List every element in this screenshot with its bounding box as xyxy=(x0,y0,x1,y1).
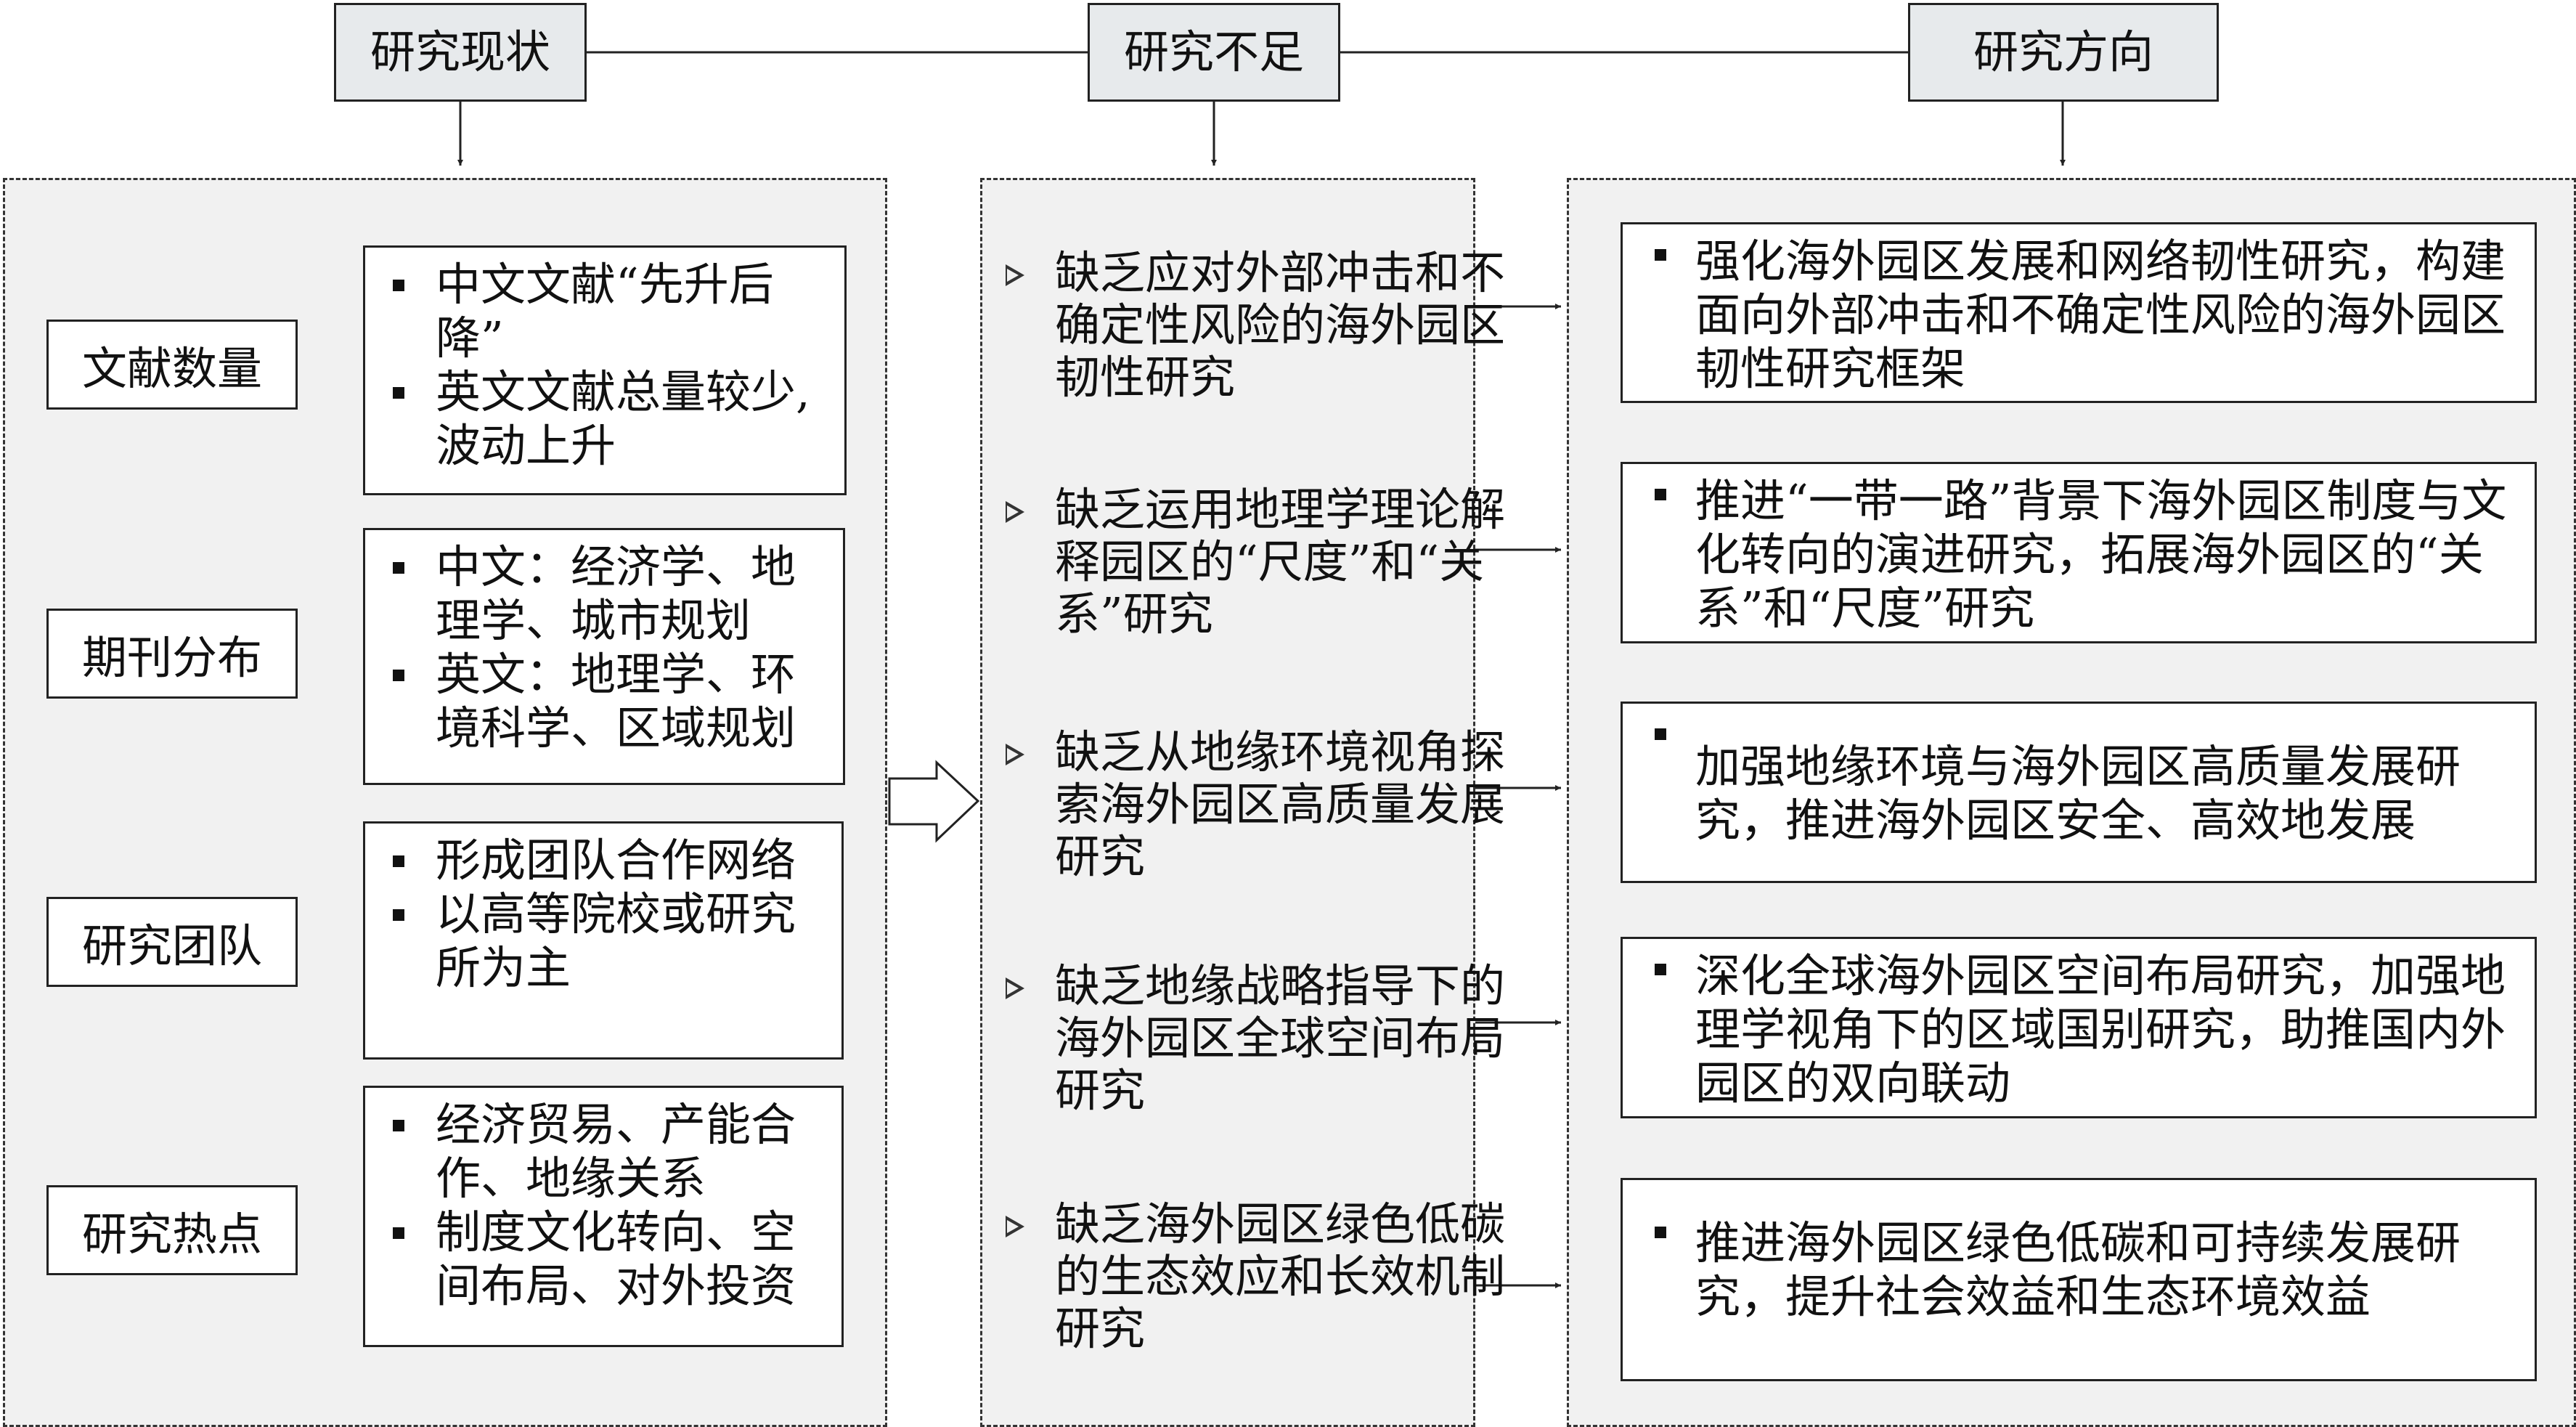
status-bullet: 中文：经济学、地理学、城市规划 xyxy=(381,540,833,648)
category-label: 文献数量 xyxy=(81,342,262,395)
status-bullet: 英文文献总量较少, 波动上升 xyxy=(381,365,834,473)
status-card-journal-distribution: 中文：经济学、地理学、城市规划 英文：地理学、环境科学、区域规划 xyxy=(363,528,845,785)
bullet-square-icon xyxy=(393,670,404,681)
bullet-square-icon xyxy=(393,387,404,399)
header-research-status: 研究现状 xyxy=(334,3,587,102)
header-research-directions: 研究方向 xyxy=(1908,3,2219,102)
category-label: 期刊分布 xyxy=(81,631,262,684)
gap-item: 缺乏运用地理学理论解释园区的“尺度”和“关系”研究 xyxy=(998,484,1520,641)
bullet-square-icon xyxy=(393,280,404,291)
direction-text: 推进海外园区绿色低碳和可持续发展研究，提升社会效益和生态环境效益 xyxy=(1695,1216,2461,1323)
category-label: 研究热点 xyxy=(81,1208,262,1261)
direction-text: 加强地缘环境与海外园区高质量发展研究，推进海外园区安全、高效地发展 xyxy=(1695,740,2461,847)
gaps-column xyxy=(980,178,1475,1427)
status-bullet: 经济贸易、产能合作、地缘关系 xyxy=(381,1098,831,1206)
bullet-square-icon xyxy=(393,855,404,867)
gap-item: 缺乏应对外部冲击和不确定性风险的海外园区韧性研究 xyxy=(998,247,1520,404)
bullet-square-icon xyxy=(393,909,404,921)
bullet-square-icon xyxy=(1655,249,1666,261)
direction-text: 深化全球海外园区空间布局研究，加强地理学视角下的区域国别研究，助推国内外园区的双… xyxy=(1695,949,2506,1110)
header-research-status-label: 研究现状 xyxy=(370,25,550,78)
gap-item: 缺乏地缘战略指导下的海外园区全球空间布局研究 xyxy=(998,960,1520,1117)
bullet-square-icon xyxy=(1655,728,1666,740)
bullet-square-icon xyxy=(393,1120,404,1131)
status-bullet: 中文文献“先升后降” xyxy=(381,258,834,365)
triangle-bullet-icon xyxy=(1006,501,1024,523)
status-card-literature-count: 中文文献“先升后降” 英文文献总量较少, 波动上升 xyxy=(363,245,847,495)
triangle-bullet-icon xyxy=(1006,977,1024,999)
triangle-bullet-icon xyxy=(1006,264,1024,286)
direction-text: 强化海外园区发展和网络韧性研究，构建面向外部冲击和不确定性风险的海外园区韧性研究… xyxy=(1695,235,2506,395)
status-bullet: 英文：地理学、环境科学、区域规划 xyxy=(381,648,833,755)
triangle-bullet-icon xyxy=(1006,1216,1024,1237)
bullet-square-icon xyxy=(1655,489,1666,500)
direction-text: 推进“一带一路”背景下海外园区制度与文化转向的演进研究，拓展海外园区的“关系”和… xyxy=(1695,474,2507,635)
status-bullet: 以高等院校或研究所为主 xyxy=(381,887,831,995)
status-card-research-hotspot: 经济贸易、产能合作、地缘关系 制度文化转向、空间布局、对外投资 xyxy=(363,1086,844,1347)
triangle-bullet-icon xyxy=(1006,744,1024,765)
header-research-gaps-label: 研究不足 xyxy=(1123,25,1304,78)
direction-card: 推进“一带一路”背景下海外园区制度与文化转向的演进研究，拓展海外园区的“关系”和… xyxy=(1621,462,2537,643)
status-card-research-team: 形成团队合作网络 以高等院校或研究所为主 xyxy=(363,821,844,1060)
direction-card: 深化全球海外园区空间布局研究，加强地理学视角下的区域国别研究，助推国内外园区的双… xyxy=(1621,937,2537,1118)
category-research-hotspot: 研究热点 xyxy=(46,1185,298,1275)
category-research-team: 研究团队 xyxy=(46,897,298,987)
gap-item: 缺乏从地缘环境视角探索海外园区高质量发展研究 xyxy=(998,726,1520,883)
direction-card: 加强地缘环境与海外园区高质量发展研究，推进海外园区安全、高效地发展 xyxy=(1621,702,2537,883)
header-research-directions-label: 研究方向 xyxy=(1973,25,2153,78)
bullet-square-icon xyxy=(393,1227,404,1239)
block-arrow xyxy=(888,760,980,843)
category-label: 研究团队 xyxy=(81,919,262,972)
status-bullet: 形成团队合作网络 xyxy=(381,834,831,887)
header-research-gaps: 研究不足 xyxy=(1088,3,1340,102)
category-journal-distribution: 期刊分布 xyxy=(46,609,298,699)
status-bullet: 制度文化转向、空间布局、对外投资 xyxy=(381,1206,831,1313)
direction-card: 强化海外园区发展和网络韧性研究，构建面向外部冲击和不确定性风险的海外园区韧性研究… xyxy=(1621,222,2537,403)
category-literature-count: 文献数量 xyxy=(46,320,298,410)
bullet-square-icon xyxy=(1655,964,1666,975)
bullet-square-icon xyxy=(393,562,404,574)
bullet-square-icon xyxy=(1655,1227,1666,1238)
gap-item: 缺乏海外园区绿色低碳的生态效应和长效机制研究 xyxy=(998,1198,1520,1355)
direction-card: 推进海外园区绿色低碳和可持续发展研究，提升社会效益和生态环境效益 xyxy=(1621,1178,2537,1381)
